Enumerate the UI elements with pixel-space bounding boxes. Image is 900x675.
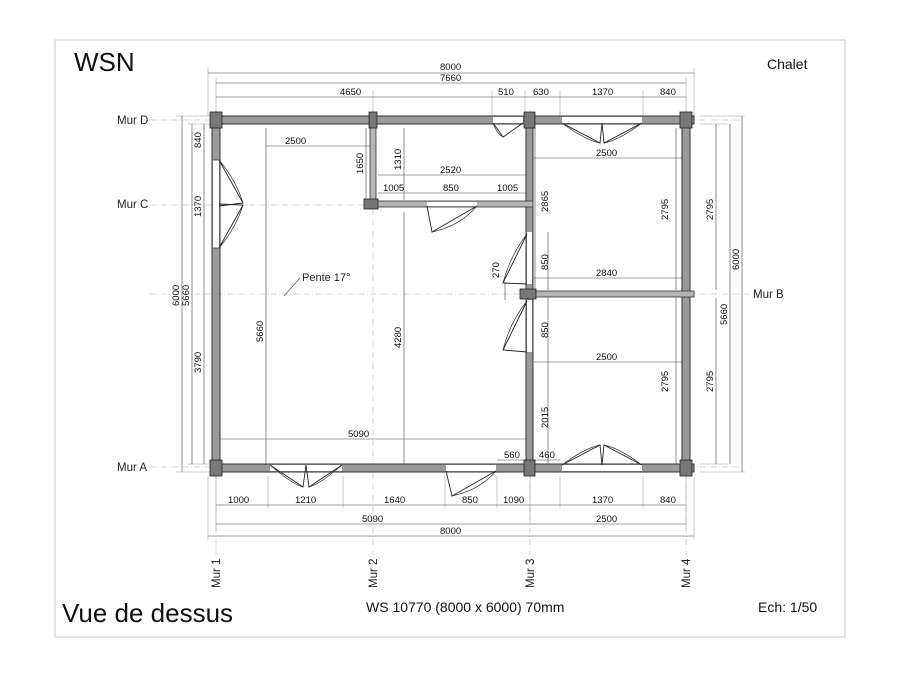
- dim-bottom-seg1: 1000: [228, 495, 249, 506]
- dim-left-seg-door: 1370: [193, 196, 204, 217]
- dim-right-upper-height: 2795: [660, 199, 671, 220]
- dim-bottom-seg2: 1210: [295, 495, 316, 506]
- dim-room-width-right-top: 2500: [596, 148, 617, 159]
- dim-small-room-width: 2520: [440, 165, 461, 176]
- dim-mid-door-upper: 850: [540, 254, 551, 270]
- dim-top-seg4: 1370: [592, 87, 613, 98]
- dim-bottom-seg7: 840: [660, 495, 676, 506]
- wall-label-2: Mur 2: [368, 559, 380, 588]
- doors-windows: [213, 122, 643, 497]
- wall-label-3: Mur 3: [525, 559, 537, 588]
- door-wall3-lower: [502, 300, 528, 353]
- dim-right-total-outer: 6000: [731, 249, 742, 270]
- view-title: Vue de dessus: [62, 598, 233, 628]
- wall-label-c: Mur C: [117, 199, 148, 211]
- scale-label: Ech: 1/50: [758, 599, 817, 615]
- dim-right-lower-height: 2795: [660, 371, 671, 392]
- wall-label-4: Mur 4: [681, 558, 693, 588]
- dim-top-seg2: 510: [498, 87, 514, 98]
- dim-mur-b-width: 2840: [596, 268, 617, 279]
- dim-top-seg3: 630: [533, 87, 549, 98]
- dim-bottom-seg5: 1090: [503, 495, 524, 506]
- project-name: Chalet: [767, 56, 808, 72]
- dim-top-seg1: 4650: [340, 87, 361, 98]
- dim-bottom-seg6: 1370: [592, 495, 613, 506]
- dim-left-seg-bottom: 3790: [193, 352, 204, 373]
- dim-right-total-inner: 5660: [719, 304, 730, 325]
- dim-top-total-outer: 8000: [440, 62, 461, 73]
- dim-partition-seg1: 1005: [383, 183, 404, 194]
- door-bottom-main: [445, 470, 497, 497]
- wall-label-1: Mur 1: [211, 559, 223, 588]
- door-top-small: [492, 122, 524, 138]
- drawing-frame: [54, 39, 846, 638]
- slope-arrow: [283, 277, 301, 297]
- door-wall3-upper: [502, 233, 528, 285]
- brand-logo: WSN: [74, 47, 135, 77]
- dim-right-lower-height-outer: 2795: [705, 371, 716, 392]
- dim-left-seg-top: 840: [193, 132, 204, 148]
- dim-partition-seg3: 1005: [497, 183, 518, 194]
- dim-bottom-total: 8000: [440, 526, 461, 537]
- dim-bottom-sub1: 5090: [362, 514, 383, 525]
- dim-door-height-upper: 2865: [540, 191, 551, 212]
- dim-bottom-seg4: 850: [462, 495, 478, 506]
- dim-room-width-left: 2500: [285, 136, 306, 147]
- dim-wall3-lower: 2015: [540, 407, 551, 428]
- window-bottom-left: [269, 464, 343, 488]
- dim-main-height: 5660: [255, 321, 266, 342]
- dim-right-upper-height-outer: 2795: [705, 199, 716, 220]
- dimension-lines: [181, 72, 743, 537]
- dim-top-seg5: 840: [660, 87, 676, 98]
- window-bottom-right: [561, 444, 643, 466]
- window-left-wall: [213, 159, 244, 249]
- wall-label-d: Mur D: [117, 115, 148, 127]
- axis-lines: [150, 110, 760, 555]
- dim-bottom-sub2: 2500: [596, 514, 617, 525]
- door-partition-c: [426, 205, 478, 233]
- dim-bottom-small2: 460: [539, 450, 555, 461]
- dim-wall2-height: 1650: [355, 153, 366, 174]
- dim-partition-seg2: 850: [443, 183, 459, 194]
- dim-left-total-inner: 5660: [181, 285, 192, 306]
- dim-bottom-seg3: 1640: [384, 495, 405, 506]
- dim-main-height-mid: 4280: [393, 327, 404, 348]
- dim-left-total-outer: 6000: [171, 285, 182, 306]
- wall-label-b: Mur B: [753, 289, 784, 301]
- dim-top-total-inner: 7660: [440, 73, 461, 84]
- wall-label-a: Mur A: [117, 462, 147, 474]
- model-reference: WS 10770 (8000 x 6000) 70mm: [366, 599, 564, 615]
- slope-annotation: Pente 17°: [302, 272, 350, 284]
- extension-lines: [176, 68, 745, 540]
- window-top-right: [561, 122, 643, 144]
- dim-mid-offset: 270: [491, 262, 502, 278]
- dim-room-width-right-bottom: 2500: [596, 352, 617, 363]
- dim-bottom-small1: 560: [504, 450, 520, 461]
- dim-small-room-height: 1310: [393, 149, 404, 170]
- dim-mid-door-lower: 850: [540, 322, 551, 338]
- dim-main-width: 5090: [348, 429, 369, 440]
